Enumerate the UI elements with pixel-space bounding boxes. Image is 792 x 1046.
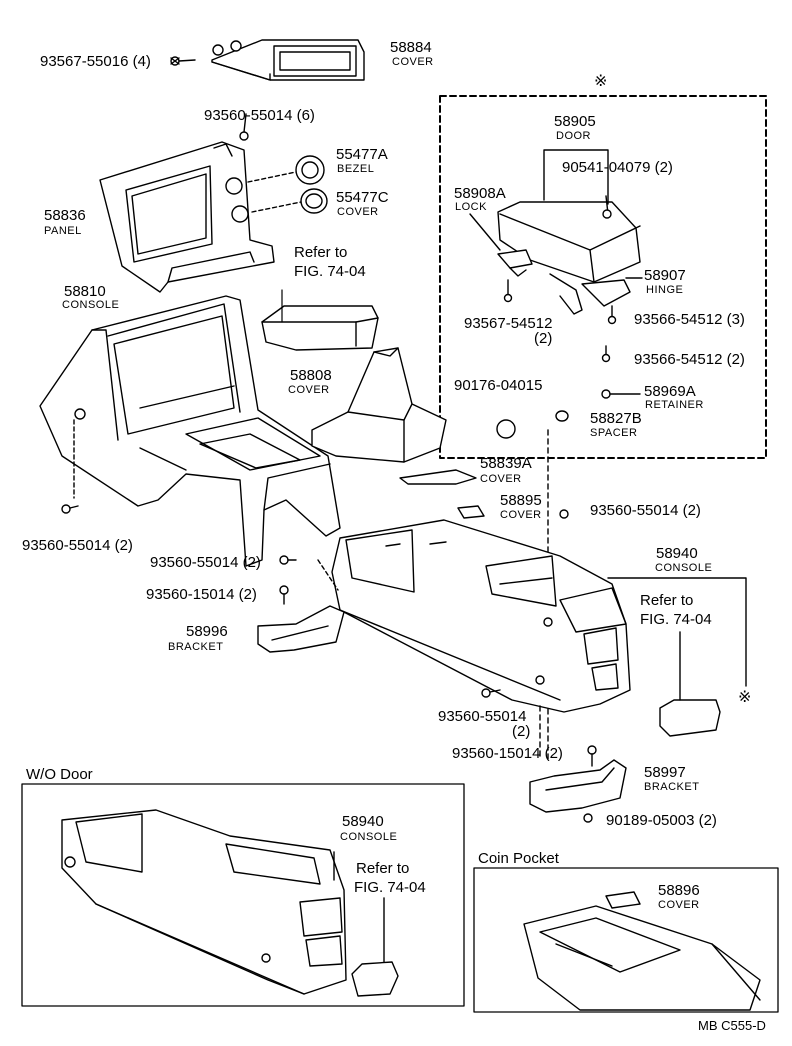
label-58884: 58884 <box>390 39 432 56</box>
label-58808: 58808 <box>290 367 332 384</box>
bezel-55477A-shape <box>247 155 325 185</box>
screws-93560-mid-shape <box>279 555 297 605</box>
coin-pocket-shape <box>523 891 761 1011</box>
label-58997: 58997 <box>644 764 686 781</box>
label-55477C: 55477C <box>336 189 389 206</box>
label-58940-wo-door: 58940 <box>342 813 384 830</box>
label-58827B: 58827B <box>590 410 642 427</box>
name-58996: BRACKET <box>168 641 224 653</box>
name-58997: BRACKET <box>644 781 700 793</box>
label-93567-54512-qty: (2) <box>534 330 553 347</box>
label-90176-04015: 90176-04015 <box>454 377 543 394</box>
screw-93560-55014-right-shape <box>559 509 569 519</box>
refer-label-1-line1: Refer to <box>294 244 348 261</box>
star-mark-right: ※ <box>738 689 752 706</box>
door-assembly-frame <box>439 95 767 459</box>
cover-58839A-shape <box>399 469 477 485</box>
label-93560-55014-low: 93560-55014 <box>438 708 527 725</box>
name-58895: COVER <box>500 509 542 521</box>
wo-door-frame <box>21 783 465 1007</box>
refer-label-3-line1: Refer to <box>356 860 410 877</box>
label-58839A: 58839A <box>480 455 532 472</box>
refer-label-2-line1: Refer to <box>640 592 694 609</box>
screw-93560-55014-6-shape <box>239 113 249 141</box>
label-58907: 58907 <box>644 267 686 284</box>
plug-90176-shape <box>496 419 516 439</box>
coin-pocket-frame <box>473 867 779 1013</box>
name-58827B: SPACER <box>590 427 638 439</box>
label-58996: 58996 <box>186 623 228 640</box>
bracket-58996-shape <box>257 559 345 653</box>
label-58895: 58895 <box>500 492 542 509</box>
section-title-coin-pocket: Coin Pocket <box>478 850 559 867</box>
name-58969A: RETAINER <box>645 399 704 411</box>
label-93560-15014-low: 93560-15014 (2) <box>452 745 563 762</box>
wo-door-console-shape <box>61 809 399 997</box>
name-58836: PANEL <box>44 225 82 237</box>
screw-90541-shape <box>602 195 612 219</box>
name-58808: COVER <box>288 384 330 396</box>
label-93567-54512: 93567-54512 <box>464 315 553 332</box>
label-93567-55016: 93567-55016 (4) <box>40 53 151 70</box>
name-55477C: COVER <box>337 206 379 218</box>
name-58839A: COVER <box>480 473 522 485</box>
label-58810: 58810 <box>64 283 106 300</box>
cover-55477C-shape <box>251 188 328 214</box>
panel-58836-shape <box>99 141 275 293</box>
label-93566-54512-3: 93566-54512 (3) <box>634 311 745 328</box>
name-58810: CONSOLE <box>62 299 120 311</box>
lock-58908A-shape <box>469 213 533 277</box>
star-mark-top: ※ <box>594 73 608 90</box>
label-58905: 58905 <box>554 113 596 130</box>
label-58836: 58836 <box>44 207 86 224</box>
name-58905: DOOR <box>556 130 591 142</box>
name-58907: HINGE <box>646 284 684 296</box>
name-58908A: LOCK <box>455 201 487 213</box>
section-title-wo-door: W/O Door <box>26 766 93 783</box>
screw-93560-55014-left-shape <box>61 504 79 514</box>
bracket-58997-shape <box>529 745 627 823</box>
name-55477A: BEZEL <box>337 163 375 175</box>
label-93560-55014-mid: 93560-55014 (2) <box>150 554 261 571</box>
label-55477A: 55477A <box>336 146 388 163</box>
label-93560-55014-6: 93560-55014 (6) <box>204 107 315 124</box>
label-90189-05003: 90189-05003 (2) <box>606 812 717 829</box>
name-58940: CONSOLE <box>655 562 713 574</box>
label-93560-55014-low-qty: (2) <box>512 723 531 740</box>
label-58908A: 58908A <box>454 185 506 202</box>
label-93560-55014-left: 93560-55014 (2) <box>22 537 133 554</box>
hinge-58907-shape <box>549 273 643 315</box>
label-93560-15014-mid: 93560-15014 (2) <box>146 586 257 603</box>
refer-label-1-line2: FIG. 74-04 <box>294 263 366 280</box>
console-58940-shape <box>331 519 631 713</box>
figure-code: MB C555-D <box>698 1018 766 1033</box>
refer-label-3-line2: FIG. 74-04 <box>354 879 426 896</box>
door-58905-shape <box>497 149 641 283</box>
console-58810-shape <box>39 295 341 567</box>
name-58896: COVER <box>658 899 700 911</box>
label-58969A: 58969A <box>644 383 696 400</box>
cover-58884-shape <box>211 39 365 81</box>
label-93566-54512-2: 93566-54512 (2) <box>634 351 745 368</box>
screw-93567-55016-shape <box>170 56 196 66</box>
refer-part-upper-shape <box>261 289 379 351</box>
screw-93560-55014-lower-shape <box>481 688 541 761</box>
leader-58940 <box>607 577 747 687</box>
boot-cover-58808-shape <box>311 347 447 463</box>
name-58940-wo-door: CONSOLE <box>340 831 398 843</box>
refer-part-right-shape <box>659 631 721 737</box>
cover-58895-shape <box>457 505 485 519</box>
refer-label-2-line2: FIG. 74-04 <box>640 611 712 628</box>
name-58884: COVER <box>392 56 434 68</box>
label-90541-04079: 90541-04079 (2) <box>562 159 673 176</box>
label-58940: 58940 <box>656 545 698 562</box>
label-58896: 58896 <box>658 882 700 899</box>
door-screws-shape <box>503 279 641 399</box>
label-93560-55014-right: 93560-55014 (2) <box>590 502 701 519</box>
